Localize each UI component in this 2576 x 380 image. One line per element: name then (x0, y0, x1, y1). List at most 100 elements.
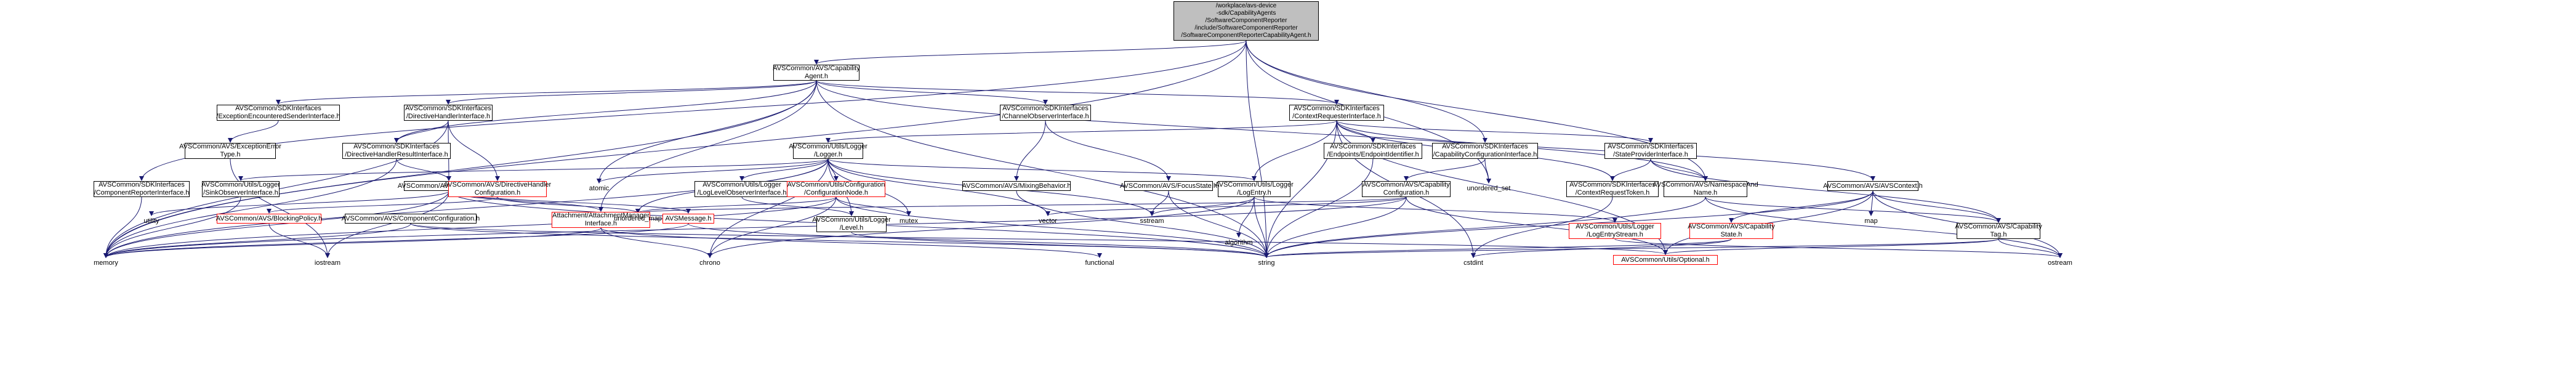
node-label: string (1258, 259, 1275, 267)
node-ns-name[interactable]: AVSCommon/AVS/NamespaceAnd Name.h (1652, 181, 1758, 197)
node-label: AVSMessage.h (665, 214, 712, 222)
node-string: string (1251, 258, 1282, 268)
node-label: AVSCommon/Utils/Logger /LogEntry.h (1215, 181, 1294, 196)
node-label: AVSCommon/Utils/Logger /Logger.h (789, 143, 867, 158)
node-comp-reporter[interactable]: AVSCommon/SDKInterfaces /ComponentReport… (94, 181, 190, 197)
node-label: functional (1085, 259, 1114, 267)
node-label: AVSCommon/AVS/Capability Configuration.h (1362, 181, 1450, 196)
node-label: AVSCommon/Utils/Logger /LogEntryStream.h (1576, 223, 1654, 238)
node-config-node[interactable]: AVSCommon/Utils/Configuration /Configura… (787, 181, 885, 197)
edge-endpoint-id-to-string (1264, 158, 1374, 258)
node-dir-handler-cfg[interactable]: AVSCommon/AVS/DirectiveHandler Configura… (444, 181, 551, 197)
edge-cap-tag-to-optional (1663, 238, 1999, 255)
node-label: AVSCommon/SDKInterfaces /Endpoints/Endpo… (1327, 143, 1419, 158)
node-focus-state[interactable]: AVSCommon/AVS/FocusState.h (1120, 181, 1217, 191)
edge-attachment-mgr-to-functional (600, 227, 1102, 258)
node-endpoint-id[interactable]: AVSCommon/SDKInterfaces /Endpoints/Endpo… (1324, 143, 1422, 159)
node-sink-obs[interactable]: AVSCommon/Utils/Logger /SinkObserverInte… (201, 181, 280, 197)
node-logger[interactable]: AVSCommon/Utils/Logger /Logger.h (789, 143, 867, 159)
edge-cap-agent-to-ns-name (816, 80, 1708, 181)
node-cap-configuration[interactable]: AVSCommon/AVS/Capability Configuration.h (1362, 181, 1451, 197)
node-log-entry-stream[interactable]: AVSCommon/Utils/Logger /LogEntryStream.h (1569, 223, 1661, 239)
node-label: iostream (314, 259, 341, 267)
node-blocking-policy[interactable]: AVSCommon/AVS/BlockingPolicy.h (215, 214, 323, 224)
node-log-entry[interactable]: AVSCommon/Utils/Logger /LogEntry.h (1215, 181, 1294, 197)
node-exc-sender[interactable]: AVSCommon/SDKInterfaces /ExceptionEncoun… (216, 105, 340, 121)
edge-root-to-cap-config-if (1246, 40, 1487, 143)
node-attachment-mgr[interactable]: Attachment/AttachmentManager Interface.h (552, 212, 650, 228)
node-ctx-token[interactable]: AVSCommon/SDKInterfaces /ContextRequestT… (1566, 181, 1659, 197)
edge-attachment-mgr-to-memory (103, 227, 602, 258)
edge-exc-error-to-iostream (230, 158, 330, 258)
node-label: AVSCommon/AVS/Capability Agent.h (773, 65, 860, 80)
node-dir-result[interactable]: AVSCommon/SDKInterfaces /DirectiveHandle… (342, 143, 451, 159)
edge-config-node-to-string (835, 196, 1269, 258)
node-exc-error[interactable]: AVSCommon/AVS/ExceptionError Type.h (179, 143, 281, 159)
edge-logger-to-log-level-obs (739, 158, 829, 181)
edge-cap-agent-to-attachment-mgr (598, 80, 817, 212)
edge-log-entry-stream-to-ostream (1614, 238, 2063, 258)
node-mutex: mutex (896, 216, 921, 226)
node-label: algorithm (1225, 238, 1253, 246)
node-channel-obs[interactable]: AVSCommon/SDKInterfaces /ChannelObserver… (1000, 105, 1091, 121)
node-label: utility (143, 217, 159, 225)
node-cap-tag[interactable]: AVSCommon/AVS/Capability Tag.h (1955, 223, 2042, 239)
node-cap-state[interactable]: AVSCommon/AVS/Capability State.h (1688, 223, 1775, 239)
edge-config-node-to-memory (103, 196, 837, 258)
edge-avs-message-to-string (688, 223, 1269, 258)
node-label: AVSCommon/Utils/Configuration /Configura… (787, 181, 885, 196)
node-state-provider[interactable]: AVSCommon/SDKInterfaces /StateProviderIn… (1604, 143, 1697, 159)
edge-channel-obs-to-focus-state (1045, 120, 1171, 181)
edge-state-provider-to-ctx-token (1610, 158, 1651, 181)
node-chrono: chrono (694, 258, 725, 268)
node-label: AVSCommon/AVS/BlockingPolicy.h (215, 214, 323, 222)
edge-dir-handler-cfg-to-unordered-map (497, 196, 640, 214)
node-cap-agent[interactable]: AVSCommon/AVS/Capability Agent.h (773, 65, 860, 81)
node-label: AVSCommon/SDKInterfaces /DirectiveHandle… (345, 143, 448, 158)
edge-avs-directive-to-utility (149, 190, 449, 216)
edge-cap-agent-to-memory (103, 80, 817, 258)
edge-ctx-requester-to-endpoint-id (1336, 120, 1375, 143)
node-avs-context[interactable]: AVSCommon/AVS/AVSContext.h (1823, 181, 1923, 191)
node-ostream: ostream (2042, 258, 2079, 268)
node-label: ostream (2048, 259, 2072, 267)
node-label: AVSCommon/SDKInterfaces /StateProviderIn… (1608, 143, 1694, 158)
node-sstream: sstream (1137, 216, 1167, 226)
edge-comp-config-to-memory (103, 223, 411, 258)
edge-focus-state-to-string (1168, 190, 1269, 258)
edge-logger-to-sink-obs (238, 158, 829, 181)
node-label: unordered_set (1467, 184, 1511, 192)
edge-sink-obs-to-memory (103, 196, 241, 258)
node-label: AVSCommon/AVS/Capability Tag.h (1955, 223, 2042, 238)
node-mixing[interactable]: AVSCommon/AVS/MixingBehavior.h (962, 181, 1071, 191)
edge-comp-config-to-optional (410, 223, 1668, 255)
edge-config-node-to-mutex (835, 196, 911, 216)
node-cap-config-if[interactable]: AVSCommon/SDKInterfaces /CapabilityConfi… (1432, 143, 1538, 159)
node-atomic: atomic (584, 184, 614, 193)
node-ctx-requester[interactable]: AVSCommon/SDKInterfaces /ContextRequeste… (1289, 105, 1384, 121)
node-label: AVSCommon/SDKInterfaces /DirectiveHandle… (405, 105, 491, 120)
edge-dir-result-to-avs-directive (396, 158, 451, 181)
node-root[interactable]: /workplace/avs-device -sdk/CapabilityAge… (1173, 1, 1319, 41)
node-optional[interactable]: AVSCommon/Utils/Optional.h (1613, 255, 1718, 265)
edge-cap-state-to-string (1264, 238, 1732, 258)
node-label: AVSCommon/AVS/DirectiveHandler Configura… (443, 181, 552, 196)
edge-ns-name-to-ostream (1705, 196, 2063, 258)
node-dir-handler[interactable]: AVSCommon/SDKInterfaces /DirectiveHandle… (404, 105, 493, 121)
node-label: AVSCommon/AVS/NamespaceAnd Name.h (1652, 181, 1758, 196)
edge-cap-tag-to-ostream (1998, 238, 2063, 258)
node-label: cstdint (1463, 259, 1483, 267)
node-log-level-obs[interactable]: AVSCommon/Utils/Logger /LogLevelObserver… (694, 181, 789, 197)
node-comp-config[interactable]: AVSCommon/AVS/ComponentConfiguration.h (342, 214, 480, 224)
edge-config-node-to-unordered-map (635, 196, 837, 214)
edge-avs-context-to-cap-tag (1872, 190, 2001, 223)
edge-log-entry-to-chrono (707, 196, 1255, 258)
edge-cap-agent-to-atomic (597, 80, 817, 184)
node-logger-level[interactable]: AVSCommon/Utils/Logger /Level.h (812, 216, 891, 232)
edge-comp-reporter-to-memory (103, 196, 142, 258)
edge-attachment-mgr-to-chrono (600, 227, 712, 258)
node-unordered-set: unordered_set (1464, 184, 1513, 193)
edge-logger-to-log-entry (827, 158, 1257, 181)
edge-cap-agent-to-string (816, 80, 1269, 258)
node-avs-message[interactable]: AVSMessage.h (662, 214, 714, 224)
